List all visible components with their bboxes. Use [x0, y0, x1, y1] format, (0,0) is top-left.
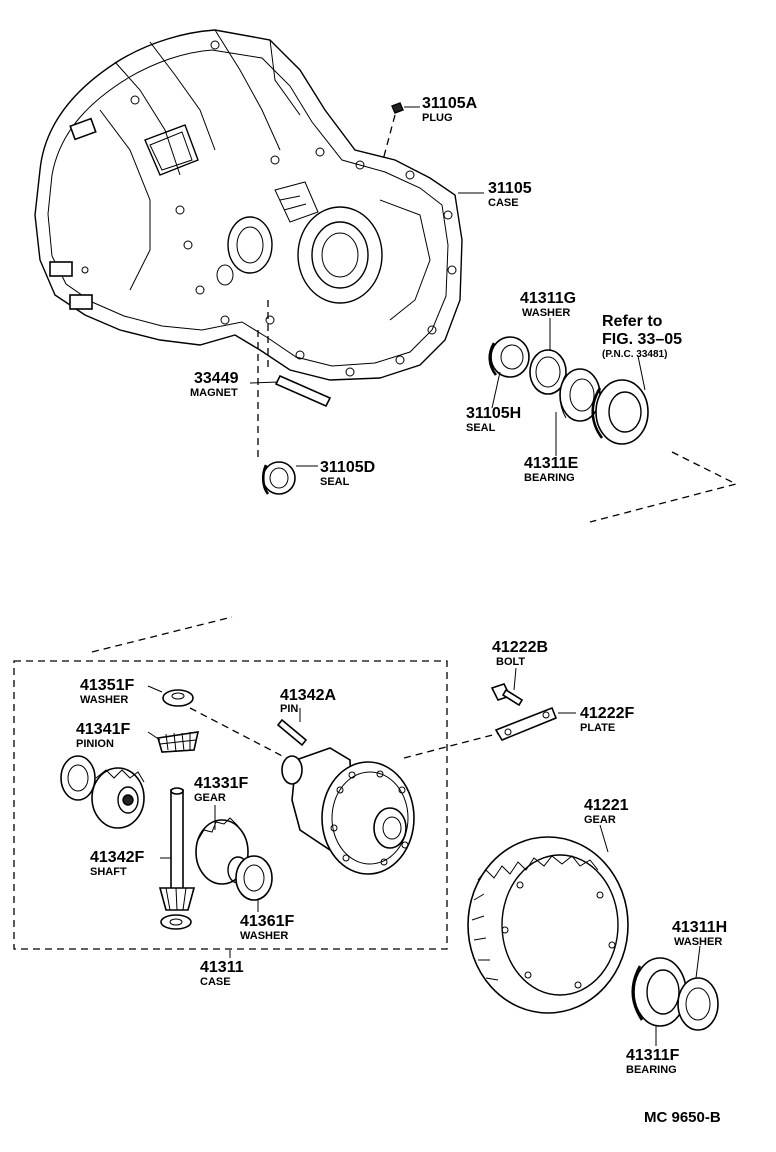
part-name-pin: PIN: [280, 703, 298, 715]
magnet-part: [249, 300, 332, 408]
part-number-33449: 33449: [194, 370, 239, 387]
washer-h-part: [677, 945, 719, 1031]
part-number-31105: 31105: [488, 180, 532, 197]
part-number-41222f: 41222F: [580, 705, 634, 722]
part-number-41311e: 41311E: [524, 455, 579, 472]
part-number-31105a: 31105A: [422, 95, 478, 112]
reference-line-3: (P.N.C. 33481): [602, 349, 667, 360]
pin-part: [276, 708, 308, 747]
part-name-bolt: BOLT: [496, 656, 525, 668]
part-name-washer-361f: WASHER: [240, 930, 288, 942]
diff-case-group-box: [13, 660, 448, 950]
part-name-case-diff: CASE: [200, 976, 231, 988]
part-name-pinion: PINION: [76, 738, 114, 750]
seal-d-part: [257, 330, 318, 495]
part-name-seal-d: SEAL: [320, 476, 350, 488]
pinion-bottom-part: [158, 887, 196, 930]
part-number-31105h: 31105H: [466, 405, 521, 422]
part-number-41342a: 41342A: [280, 687, 336, 704]
part-number-41311f: 41311F: [626, 1047, 680, 1064]
part-number-41311h: 41311H: [672, 919, 727, 936]
washer-g-part: [529, 318, 567, 395]
part-name-gear-f: GEAR: [194, 792, 226, 804]
shaft-part: [160, 787, 184, 895]
plug-part: [382, 102, 420, 161]
part-name-washer-h: WASHER: [674, 936, 722, 948]
part-number-41341f: 41341F: [76, 721, 130, 738]
washer-351f-part: [147, 685, 291, 761]
reference-line-2: FIG. 33–05: [602, 331, 682, 348]
part-name-bearing-f: BEARING: [626, 1064, 677, 1076]
part-name-plug: PLUG: [422, 112, 453, 124]
part-number-41311: 41311: [200, 959, 244, 976]
part-number-41331f: 41331F: [194, 775, 248, 792]
part-number-41222b: 41222B: [492, 639, 548, 656]
part-name-washer-351f: WASHER: [80, 694, 128, 706]
plate-part: [494, 706, 576, 741]
pinion-part: [147, 731, 200, 753]
figure-code: MC 9650-B: [644, 1109, 721, 1126]
part-name-magnet: MAGNET: [190, 387, 238, 399]
section-divider: [91, 616, 233, 653]
part-name-plate: PLATE: [580, 722, 615, 734]
ring-gear-part: [467, 824, 629, 1014]
seal-h-part: [488, 336, 530, 409]
reference-bearing-part: [589, 355, 738, 523]
part-number-41311g: 41311G: [520, 290, 576, 307]
part-name-case-top: CASE: [488, 197, 519, 209]
part-number-41221: 41221: [584, 797, 629, 814]
side-gear-right-part: [195, 805, 249, 885]
part-number-31105d: 31105D: [320, 459, 375, 476]
part-name-ring-gear: GEAR: [584, 814, 616, 826]
part-number-41342f: 41342F: [90, 849, 144, 866]
bolt-part: [490, 667, 524, 707]
part-name-bearing-e: BEARING: [524, 472, 575, 484]
differential-case-part: [281, 732, 501, 875]
transaxle-case-drawing: [34, 29, 463, 381]
washer-361f-part: [235, 855, 273, 912]
part-number-41361f: 41361F: [240, 913, 294, 930]
reference-line-1: Refer to: [602, 313, 663, 330]
part-name-shaft: SHAFT: [90, 866, 127, 878]
part-name-washer-g: WASHER: [522, 307, 570, 319]
side-gear-left-part: [60, 755, 145, 829]
part-number-41351f: 41351F: [80, 677, 134, 694]
part-name-seal-h: SEAL: [466, 422, 496, 434]
